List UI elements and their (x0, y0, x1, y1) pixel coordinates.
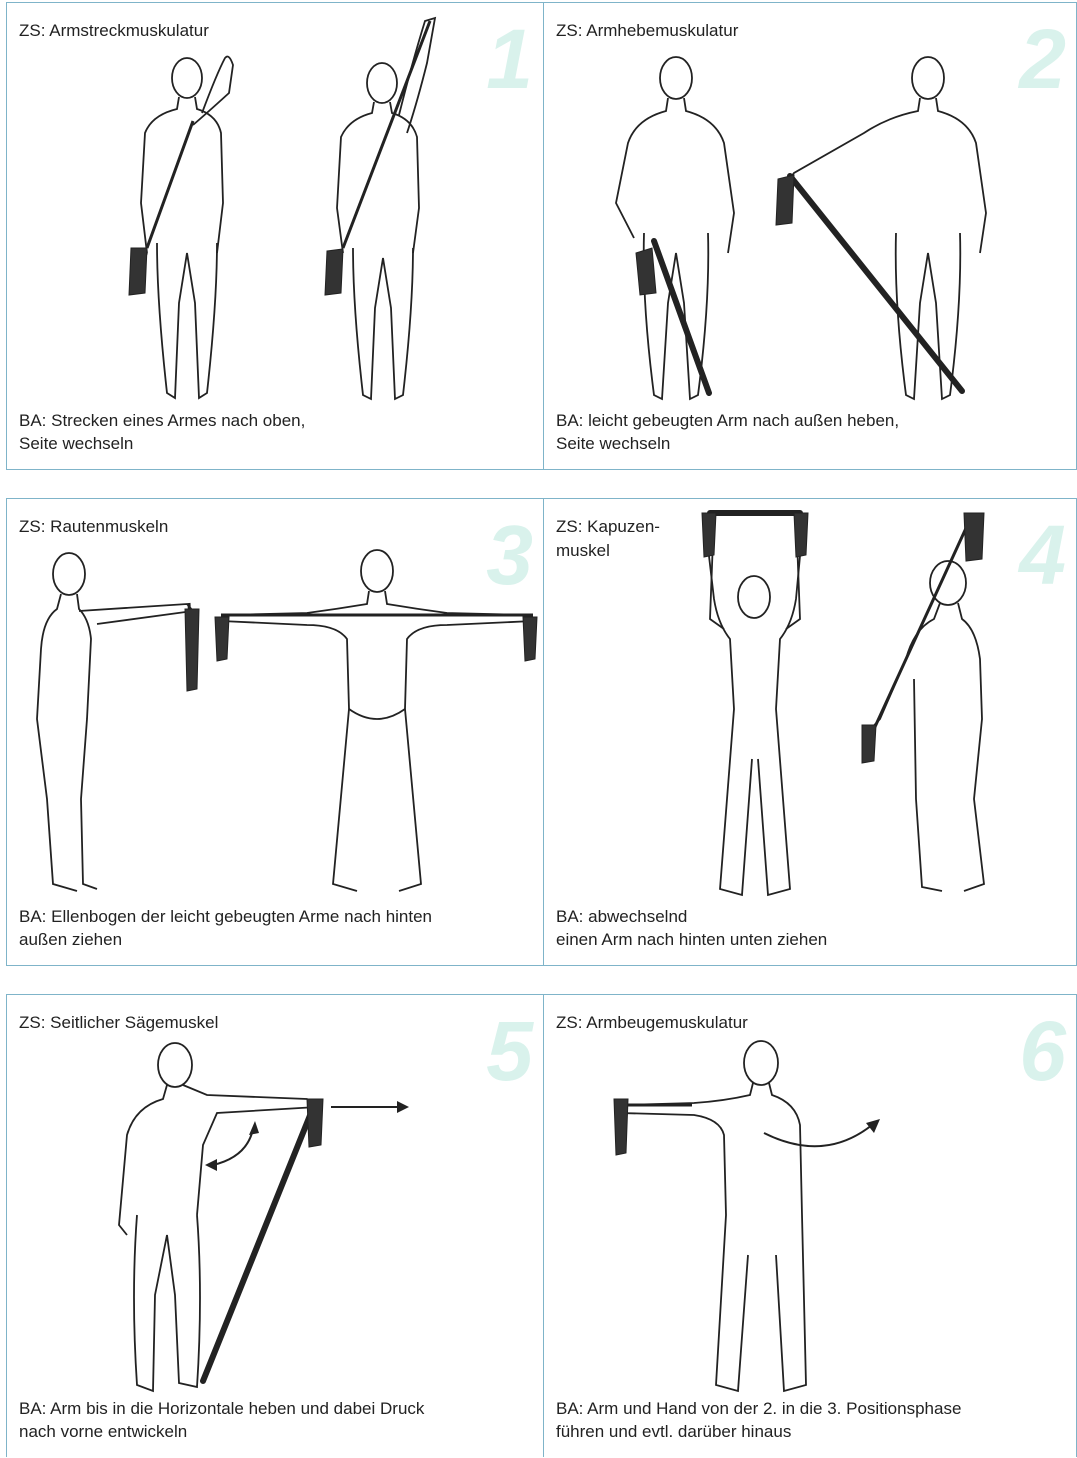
band-end (636, 248, 656, 295)
figure-front-arm-side (788, 57, 986, 399)
exercise-illustration-4 (544, 499, 1076, 967)
figure-front-arms-overhead (704, 513, 804, 895)
band-end (307, 1099, 323, 1147)
target-muscle-label: ZS: Kapuzen- muskel (556, 515, 660, 563)
figure-arm-raised (337, 18, 435, 399)
exercise-illustration-5 (7, 995, 543, 1458)
exercise-panel-4: 4 ZS: Kapuzen- muskel BA: abwechselnd ei… (544, 499, 1076, 965)
band (203, 1103, 315, 1381)
exercise-instruction: BA: Arm bis in die Horizontale heben und… (19, 1397, 424, 1443)
exercise-illustration-2 (544, 3, 1076, 471)
exercise-row-2: 3 ZS: Rautenmuskeln BA: Ellenbogen der l… (6, 498, 1077, 966)
band-end (862, 725, 876, 763)
band (147, 121, 193, 248)
exercise-instruction: BA: Arm und Hand von der 2. in die 3. Po… (556, 1397, 961, 1443)
exercise-illustration-1 (7, 3, 543, 471)
figure-front-arm-forward (620, 1041, 806, 1391)
band-end (523, 617, 537, 661)
exercise-panel-2: 2 ZS: Armhebemuskulatur BA: leicht gebeu… (544, 3, 1076, 469)
arrow-curved (764, 1125, 872, 1146)
target-muscle-label: ZS: Armhebemuskulatur (556, 19, 738, 43)
band-end (325, 249, 343, 295)
arrow-curved (213, 1129, 253, 1165)
figure-front-arms-side (221, 550, 533, 891)
band-end (964, 513, 984, 561)
band-end (776, 175, 794, 225)
exercise-instruction: BA: abwechselnd einen Arm nach hinten un… (556, 905, 827, 951)
exercise-panel-6: 6 ZS: Armbeugemuskulatur BA: Arm und Han… (544, 995, 1076, 1457)
exercise-panel-1: 1 ZS: Armstreckmuskulatur BA: S (7, 3, 543, 469)
band-end (702, 513, 716, 557)
exercise-panel-3: 3 ZS: Rautenmuskeln BA: Ellenbogen der l… (7, 499, 543, 965)
target-muscle-label: ZS: Rautenmuskeln (19, 515, 168, 539)
band (790, 176, 962, 391)
exercise-row-3: 5 ZS: Seitlicher Sägemuskel BA: Arm bis … (6, 994, 1077, 1457)
arrow-head (866, 1119, 880, 1133)
exercise-row-1: 1 ZS: Armstreckmuskulatur BA: S (6, 2, 1077, 470)
target-muscle-label: ZS: Armbeugemuskulatur (556, 1011, 748, 1035)
figure-side-arms-forward (37, 553, 193, 891)
exercise-instruction: BA: Ellenbogen der leicht gebeugten Arme… (19, 905, 432, 951)
exercise-panel-5: 5 ZS: Seitlicher Sägemuskel BA: Arm bis … (7, 995, 543, 1457)
band-end (614, 1099, 628, 1155)
band-end (794, 513, 808, 557)
band-end (185, 609, 199, 691)
exercise-illustration-3 (7, 499, 543, 967)
target-muscle-label: ZS: Armstreckmuskulatur (19, 19, 209, 43)
target-muscle-label: ZS: Seitlicher Sägemuskel (19, 1011, 218, 1035)
figure-front-arms-down (616, 57, 734, 399)
band-end (215, 617, 229, 661)
figure-back-arm-down (866, 561, 984, 891)
band (654, 241, 709, 393)
exercise-instruction: BA: Strecken eines Armes nach oben, Seit… (19, 409, 305, 455)
arrow-head (397, 1101, 409, 1113)
exercise-instruction: BA: leicht gebeugten Arm nach außen hebe… (556, 409, 899, 455)
exercise-illustration-6 (544, 995, 1076, 1458)
band-end (129, 248, 147, 295)
band (874, 515, 972, 729)
